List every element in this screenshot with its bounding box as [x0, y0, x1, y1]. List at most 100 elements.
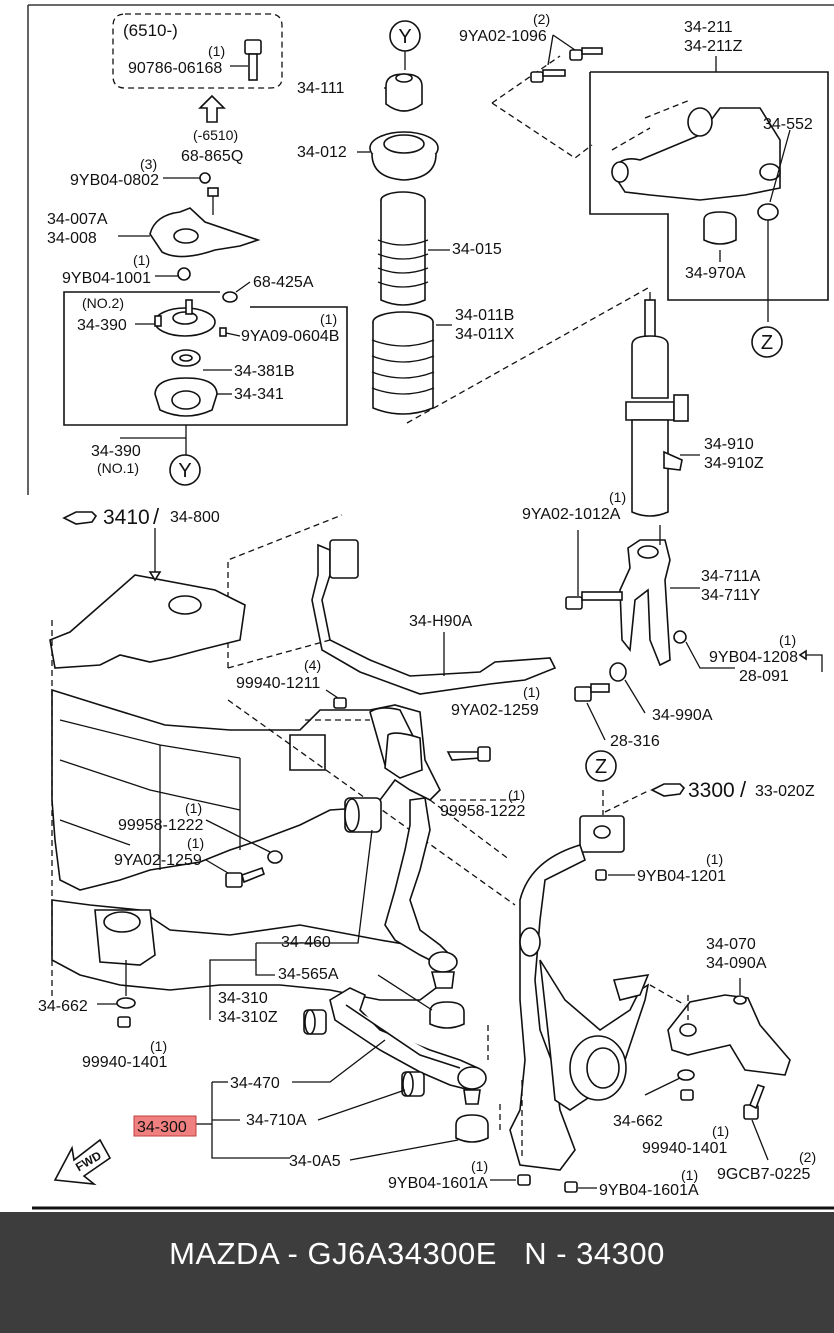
- part-label: (1): [706, 851, 723, 867]
- part-label: (1): [508, 787, 525, 803]
- seat-34-012: [357, 131, 439, 181]
- part-label: 9GCB7-0225: [717, 1166, 810, 1183]
- part-label: 9YB04-1201: [637, 868, 726, 885]
- part-label: 34-710A: [246, 1112, 307, 1129]
- section-slash: /: [740, 777, 747, 802]
- part-label: 34-460: [281, 934, 331, 951]
- circle-ref-z: Z: [585, 750, 617, 782]
- part-label: 34-711Y: [701, 587, 761, 604]
- part-label: (1): [712, 1123, 729, 1139]
- part-label: 34-012: [297, 144, 347, 161]
- part-label: (1): [320, 311, 337, 327]
- part-label: 34-990A: [652, 707, 713, 724]
- part-label: 68-865Q: [181, 148, 243, 165]
- hand-pointer-icon-3410: [62, 511, 98, 525]
- part-label: 90786-06168: [128, 60, 222, 77]
- part-label: 9YA02-1096: [459, 28, 547, 45]
- part-label: 28-091: [739, 668, 789, 685]
- part-label: 68-425A: [253, 274, 314, 291]
- part-label: 34-H90A: [409, 613, 472, 630]
- footer-bar: MAZDA - GJ6A34300E N - 34300: [0, 1212, 834, 1333]
- subframe-34-800: [49, 528, 520, 1001]
- part-label: 9YB04-1601A: [388, 1175, 488, 1192]
- circle-ref-y: Y: [169, 454, 201, 486]
- part-label: (6510-): [123, 21, 178, 40]
- part-label: (1): [208, 43, 225, 59]
- part-label: 34-662: [613, 1113, 663, 1130]
- hollow-arrow-icon: [198, 94, 226, 123]
- part-label: 34-341: [234, 386, 284, 403]
- bolts-9YA02-1096: [530, 34, 717, 83]
- part-label: (-6510): [193, 127, 238, 143]
- part-label: (1): [187, 835, 204, 851]
- part-label: 34-008: [47, 230, 97, 247]
- part-label: 99940-1211: [236, 675, 320, 692]
- circle-ref-y: Y: [389, 20, 421, 52]
- part-label: 34-211Z: [684, 38, 743, 55]
- part-label: 9YA02-1012A: [522, 506, 621, 523]
- part-label: (1): [523, 684, 540, 700]
- part-label: 9YB04-1601A: [599, 1182, 699, 1199]
- part-label: 34-007A: [47, 211, 108, 228]
- part-label: (NO.1): [97, 460, 139, 476]
- part-label: 9YA02-1259: [114, 852, 202, 869]
- section-slash: /: [153, 504, 160, 529]
- part-label: 3410: [103, 506, 150, 529]
- part-label: 99958-1222: [440, 803, 526, 820]
- part-label: 34-011X: [455, 326, 515, 343]
- callout-box-6510: [112, 13, 283, 123]
- part-label: (1): [609, 489, 626, 505]
- part-label: 9YB04-1001: [62, 270, 151, 287]
- circle-ref-letter: Z: [595, 756, 607, 778]
- part-label: 34-111: [297, 80, 345, 97]
- lower-arm-34-300: [196, 987, 489, 1161]
- circle-ref-letter: Y: [398, 26, 411, 48]
- circle-ref-letter: Z: [761, 332, 773, 354]
- boot-34-011B: [371, 311, 452, 415]
- part-label: 99940-1401: [642, 1140, 728, 1157]
- part-label: 34-310: [218, 990, 268, 1007]
- circle-ref-letter: Y: [178, 460, 191, 482]
- part-label: 33-020Z: [755, 783, 815, 800]
- part-label: 34-910: [704, 436, 754, 453]
- part-label: 34-552: [763, 116, 813, 133]
- part-label: 34-0A5: [289, 1153, 341, 1170]
- circle-refs: Y Y Z Z: [169, 20, 783, 782]
- part-label: 3300: [688, 779, 735, 802]
- part-label: 9YA02-1259: [451, 702, 539, 719]
- part-label: (4): [304, 657, 321, 673]
- part-label: (1): [150, 1038, 167, 1054]
- part-label: 9YB04-0802: [70, 172, 159, 189]
- knuckle-34-711A: [565, 525, 823, 741]
- circle-ref-z: Z: [751, 326, 783, 358]
- part-label: 34-011B: [455, 307, 514, 324]
- part-label: 34-470: [230, 1075, 280, 1092]
- knuckle-33-020Z: [487, 789, 651, 1193]
- part-label: (3): [140, 156, 157, 172]
- part-label: 99940-1401: [82, 1054, 168, 1071]
- part-label: 34-310Z: [218, 1009, 278, 1026]
- bracket-34-070: [644, 978, 791, 1161]
- part-label: 34-015: [452, 241, 502, 258]
- part-label: 34-662: [38, 998, 88, 1015]
- part-label: 9YB04-1208: [709, 649, 798, 666]
- part-label: 34-381B: [234, 363, 295, 380]
- part-label: 34-211: [684, 19, 733, 36]
- part-label: 34-970A: [685, 265, 746, 282]
- part-label: (1): [185, 800, 202, 816]
- highlight-34-300: 34-300: [133, 1115, 197, 1137]
- part-label: 34-390: [91, 443, 141, 460]
- upper-arm-box: [589, 71, 829, 322]
- part-label: (1): [681, 1167, 698, 1183]
- mount-bracket-34-007A: [118, 172, 261, 303]
- part-label: (2): [533, 11, 550, 27]
- upper-mount-box: [63, 291, 348, 455]
- part-label: (1): [471, 1158, 488, 1174]
- part-label: 34-565A: [278, 966, 339, 983]
- part-label: (1): [779, 632, 796, 648]
- part-label: 28-316: [610, 733, 660, 750]
- highlight-label: 34-300: [137, 1119, 187, 1136]
- boot-34-015: [377, 191, 450, 306]
- hand-pointer-icon-3300: [650, 783, 686, 797]
- part-label: 99958-1222: [118, 817, 204, 834]
